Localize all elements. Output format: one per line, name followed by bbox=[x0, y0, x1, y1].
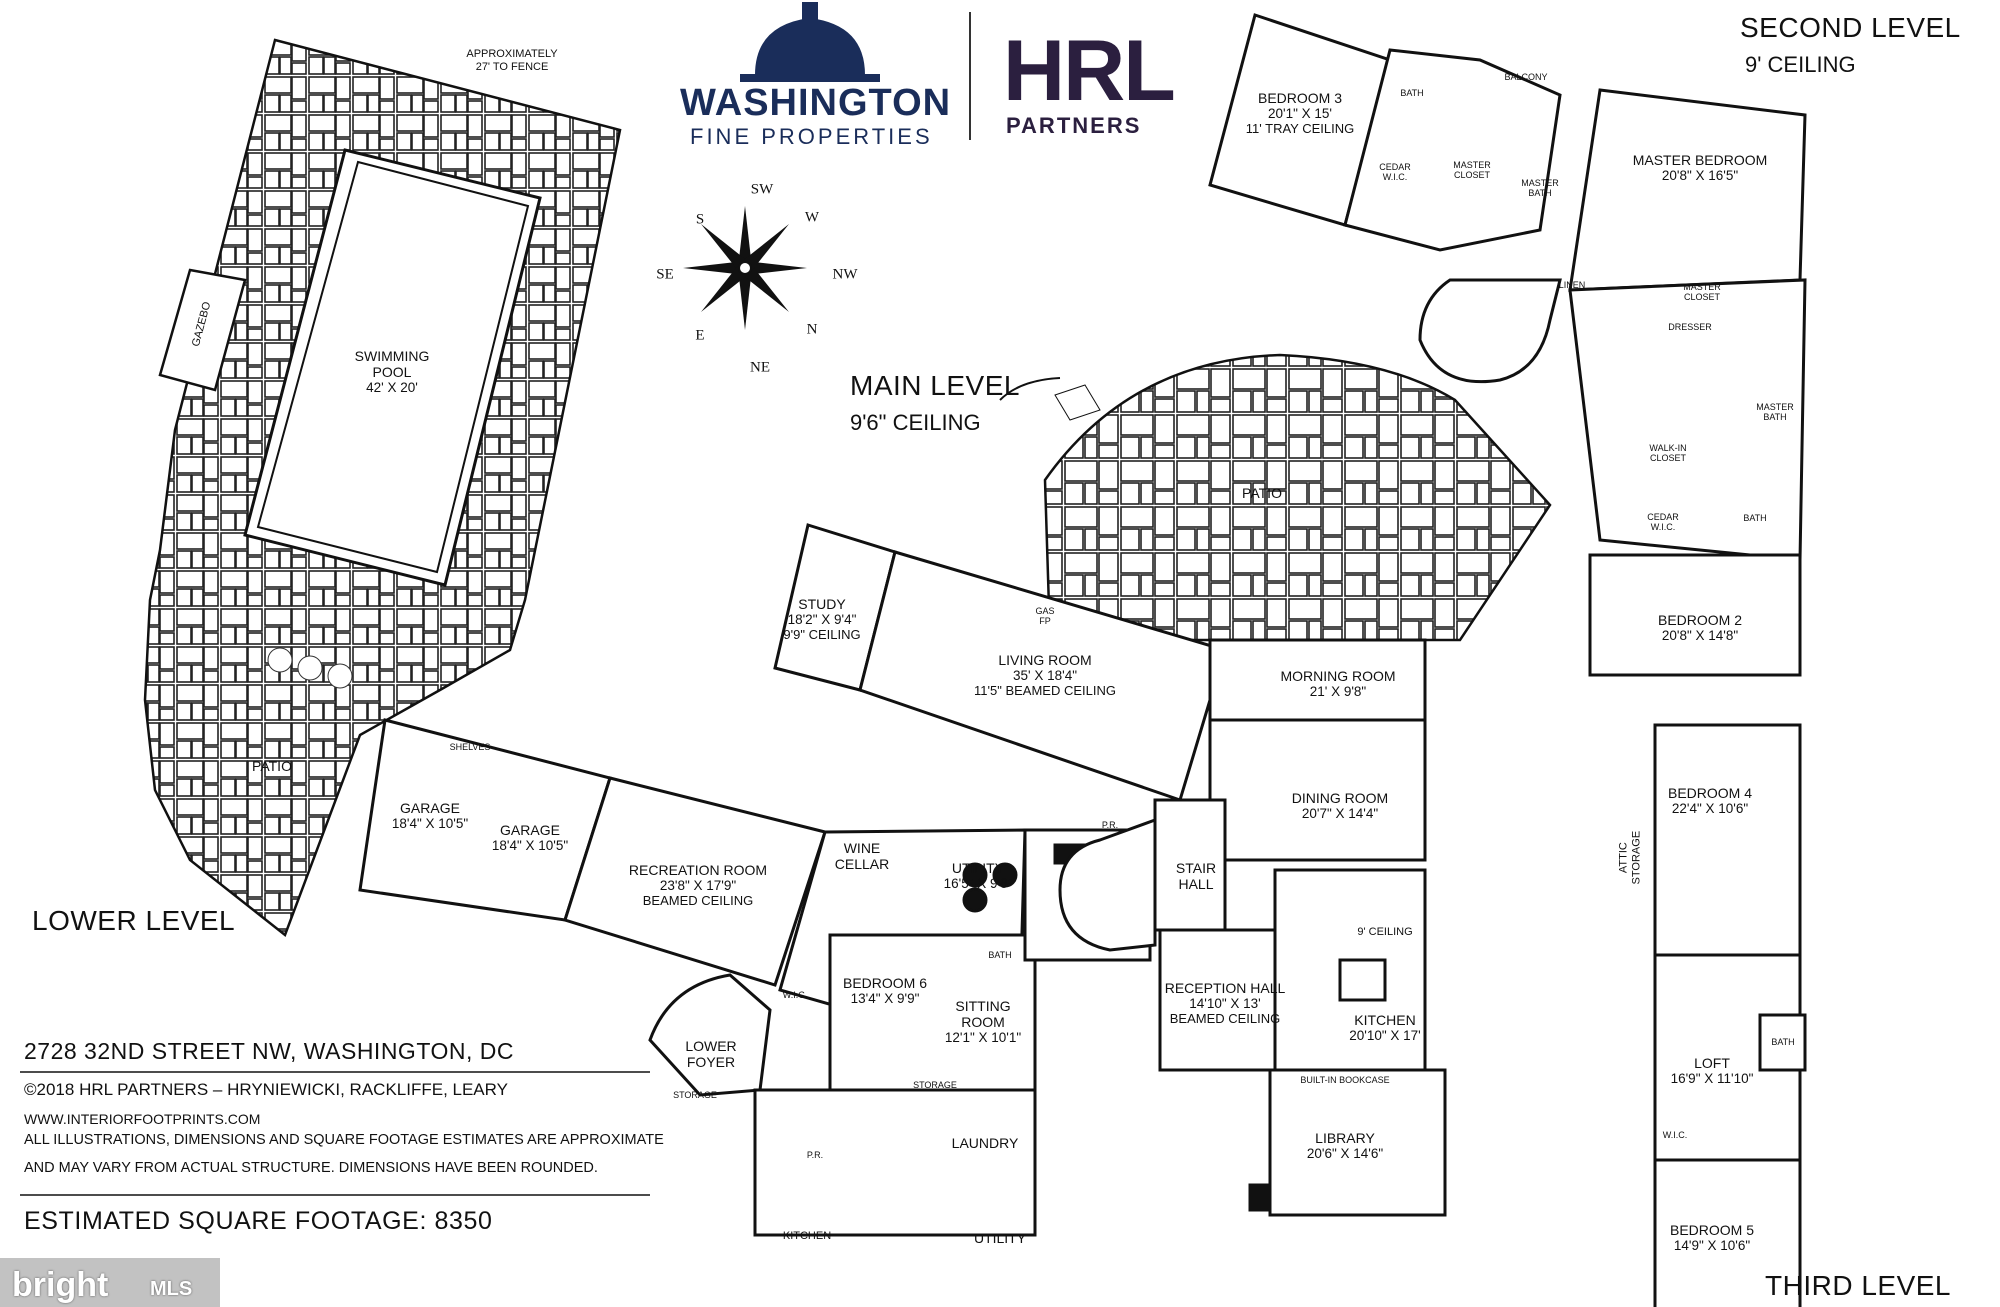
main-level-ceiling: 9'6" CEILING bbox=[850, 410, 981, 435]
label-shelves-garage: SHELVES bbox=[449, 742, 491, 752]
compass-w: W bbox=[804, 209, 820, 226]
bright-mls-watermark-suffix: MLS bbox=[150, 1278, 193, 1300]
website-link[interactable]: WWW.INTERIORFOOTPRINTS.COM bbox=[24, 1111, 261, 1127]
label-wic-third: W.I.C. bbox=[1662, 1130, 1688, 1140]
washington-dome-logo bbox=[740, 2, 880, 82]
main-level-title: MAIN LEVEL bbox=[850, 370, 1020, 401]
lower-level-building bbox=[358, 718, 1152, 1237]
washington-logo-subtext: FINE PROPERTIES bbox=[690, 124, 933, 149]
compass-n: N bbox=[806, 321, 818, 338]
second-level-building bbox=[1208, 13, 1807, 677]
label-builtin-bookcase: BUILT-IN BOOKCASE bbox=[1300, 1075, 1390, 1085]
square-footage: ESTIMATED SQUARE FOOTAGE: 8350 bbox=[24, 1207, 493, 1235]
label-pr-main: P.R. bbox=[1101, 820, 1119, 830]
second-level-title: SECOND LEVEL bbox=[1740, 12, 1961, 43]
label-bath-third: BATH bbox=[1771, 1037, 1795, 1047]
compass-nw: NW bbox=[832, 266, 858, 283]
compass-e: E bbox=[695, 327, 705, 344]
label-bath-lower: BATH bbox=[988, 950, 1012, 960]
main-patio-label: PATIO bbox=[1242, 485, 1282, 501]
compass-sw: SW bbox=[750, 181, 774, 198]
third-level-title: THIRD LEVEL bbox=[1765, 1270, 1951, 1301]
main-patio bbox=[999, 353, 1552, 642]
copyright-line: ©2018 HRL PARTNERS – HRYNIEWICKI, RACKLI… bbox=[24, 1080, 508, 1099]
compass-ne: NE bbox=[750, 359, 770, 376]
pool-deck bbox=[143, 38, 622, 938]
compass-s: S bbox=[695, 211, 705, 228]
room-kitchen-lower: KITCHEN bbox=[782, 1230, 832, 1242]
label-pr-lower: P.R. bbox=[806, 1150, 824, 1160]
label-kitchen-ceiling: 9' CEILING bbox=[1357, 926, 1413, 938]
second-level-ceiling: 9' CEILING bbox=[1745, 52, 1856, 77]
hrl-logo-text: HRL bbox=[1003, 23, 1176, 119]
disclaimer-line-1: ALL ILLUSTRATIONS, DIMENSIONS AND SQUARE… bbox=[24, 1132, 664, 1148]
watermark-backing bbox=[0, 1258, 220, 1307]
main-level-building bbox=[773, 523, 1447, 1217]
disclaimer-line-2: AND MAY VARY FROM ACTUAL STRUCTURE. DIME… bbox=[24, 1160, 598, 1176]
label-balcony: BALCONY bbox=[1504, 72, 1548, 82]
property-address: 2728 32ND STREET NW, WASHINGTON, DC bbox=[24, 1038, 514, 1064]
bright-mls-watermark: bright bbox=[12, 1266, 109, 1304]
label-dresser: DRESSER bbox=[1668, 322, 1712, 332]
label-wic-lower: W.I.C. bbox=[782, 990, 808, 1000]
lower-level-title: LOWER LEVEL bbox=[32, 905, 236, 936]
label-linen: LINEN bbox=[1558, 280, 1586, 290]
room-laundry: LAUNDRY bbox=[951, 1135, 1019, 1151]
label-bath-b2: BATH bbox=[1743, 513, 1767, 523]
hrl-logo-subtext: PARTNERS bbox=[1006, 113, 1142, 138]
washington-logo-text: WASHINGTON bbox=[680, 82, 952, 124]
label-storage-lower-2: STORAGE bbox=[673, 1090, 717, 1100]
compass-se: SE bbox=[656, 266, 674, 283]
third-level-building bbox=[1653, 723, 1807, 1307]
label-storage-lower: STORAGE bbox=[913, 1080, 957, 1090]
compass-rose bbox=[683, 206, 807, 330]
room-utility-bottom: UTILITY bbox=[973, 1230, 1027, 1246]
label-bath-b3: BATH bbox=[1400, 88, 1424, 98]
lower-patio-label: PATIO bbox=[252, 758, 292, 774]
